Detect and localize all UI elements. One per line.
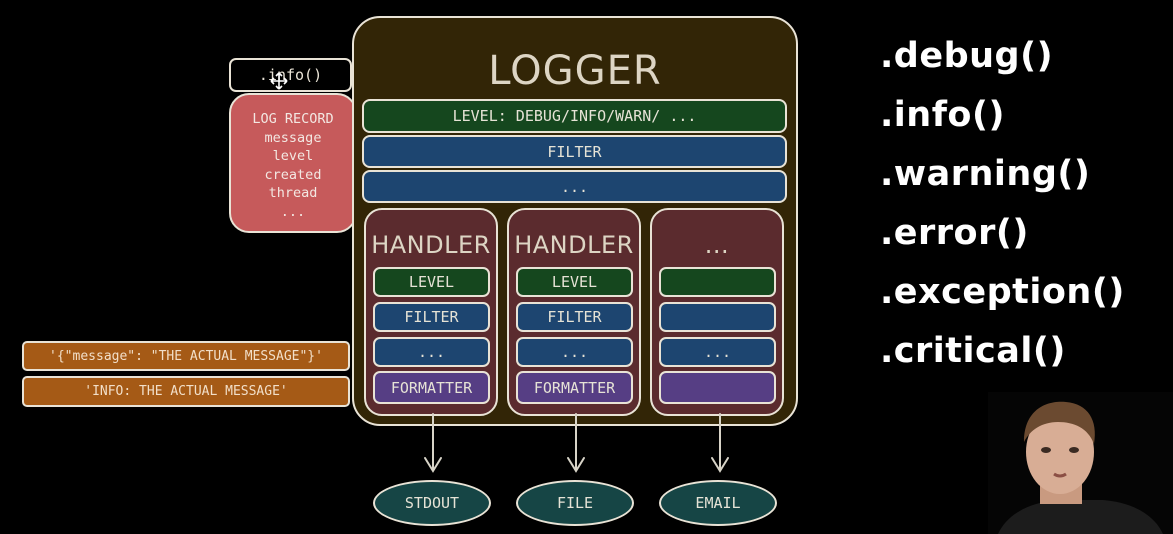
handler-more-2: ... xyxy=(516,337,633,367)
log-record-field-created: created xyxy=(264,166,322,183)
handler-title-2: HANDLER xyxy=(514,231,634,259)
logger-filter-bar: FILTER xyxy=(362,135,787,168)
handler-more-label-1: ... xyxy=(417,343,446,361)
logger-filter-label: FILTER xyxy=(547,142,602,161)
log-record-field-more: ... xyxy=(280,203,306,220)
logger-title: LOGGER xyxy=(488,48,662,94)
handler-formatter-2: FORMATTER xyxy=(516,371,633,404)
destination-stdout-label: STDOUT xyxy=(404,494,460,512)
handler-formatter-1: FORMATTER xyxy=(373,371,490,404)
presenter-webcam xyxy=(988,392,1173,534)
method-debug: .debug() xyxy=(880,36,1054,76)
destination-file: FILE xyxy=(516,480,634,526)
handler-filter-2: FILTER xyxy=(516,302,633,332)
handler-more-1: ... xyxy=(373,337,490,367)
destination-email-label: EMAIL xyxy=(695,494,741,512)
handler-filter-1: FILTER xyxy=(373,302,490,332)
log-record-field-message: message xyxy=(264,129,322,146)
handler-more-label-2: ... xyxy=(560,343,589,361)
formatted-json-label: '{"message": "THE ACTUAL MESSAGE"}' xyxy=(49,348,323,364)
handler-filter-label-1: FILTER xyxy=(404,308,459,326)
log-record-title: LOG RECORD xyxy=(252,111,334,127)
destination-file-label: FILE xyxy=(556,494,594,512)
handler-filter-label-2: FILTER xyxy=(547,308,602,326)
handler-level-label-1: LEVEL xyxy=(408,273,455,291)
handler-more-label-3: ... xyxy=(703,343,732,361)
logger-more-bar: ... xyxy=(362,170,787,203)
info-call-label: .info() xyxy=(258,66,323,84)
logger-level-bar: LEVEL: DEBUG/INFO/WARN/ ... xyxy=(362,99,787,133)
formatted-json-message: '{"message": "THE ACTUAL MESSAGE"}' xyxy=(22,341,350,371)
handler-formatter-label-2: FORMATTER xyxy=(533,378,616,397)
handler-more-3: ... xyxy=(659,337,776,367)
presenter-icon xyxy=(988,392,1173,534)
cursor-move-icon xyxy=(270,72,288,90)
destination-stdout: STDOUT xyxy=(373,480,491,526)
formatted-text-label: 'INFO: THE ACTUAL MESSAGE' xyxy=(84,384,288,399)
handler-formatter-3 xyxy=(659,371,776,404)
handler-title-3: ... xyxy=(704,231,730,259)
log-record-field-thread: thread xyxy=(268,185,318,201)
method-info: .info() xyxy=(880,95,1005,135)
formatted-text-message: 'INFO: THE ACTUAL MESSAGE' xyxy=(22,376,350,407)
logger-level-label: LEVEL: DEBUG/INFO/WARN/ ... xyxy=(452,107,697,125)
handler-filter-3 xyxy=(659,302,776,332)
handler-level-3 xyxy=(659,267,776,297)
method-error: .error() xyxy=(880,213,1029,253)
handler-formatter-label-1: FORMATTER xyxy=(390,378,473,397)
handler-level-label-2: LEVEL xyxy=(551,273,598,291)
logger-more-label: ... xyxy=(560,177,589,196)
method-warning: .warning() xyxy=(880,154,1091,194)
log-record-field-level: level xyxy=(272,148,314,164)
handler-level-1: LEVEL xyxy=(373,267,490,297)
info-call-box: .info() xyxy=(229,58,352,92)
log-record-box: LOG RECORD message level created thread … xyxy=(229,93,357,233)
destination-email: EMAIL xyxy=(659,480,777,526)
handler-level-2: LEVEL xyxy=(516,267,633,297)
method-exception: .exception() xyxy=(880,272,1125,312)
handler-title-1: HANDLER xyxy=(371,231,491,259)
method-critical: .critical() xyxy=(880,331,1066,371)
